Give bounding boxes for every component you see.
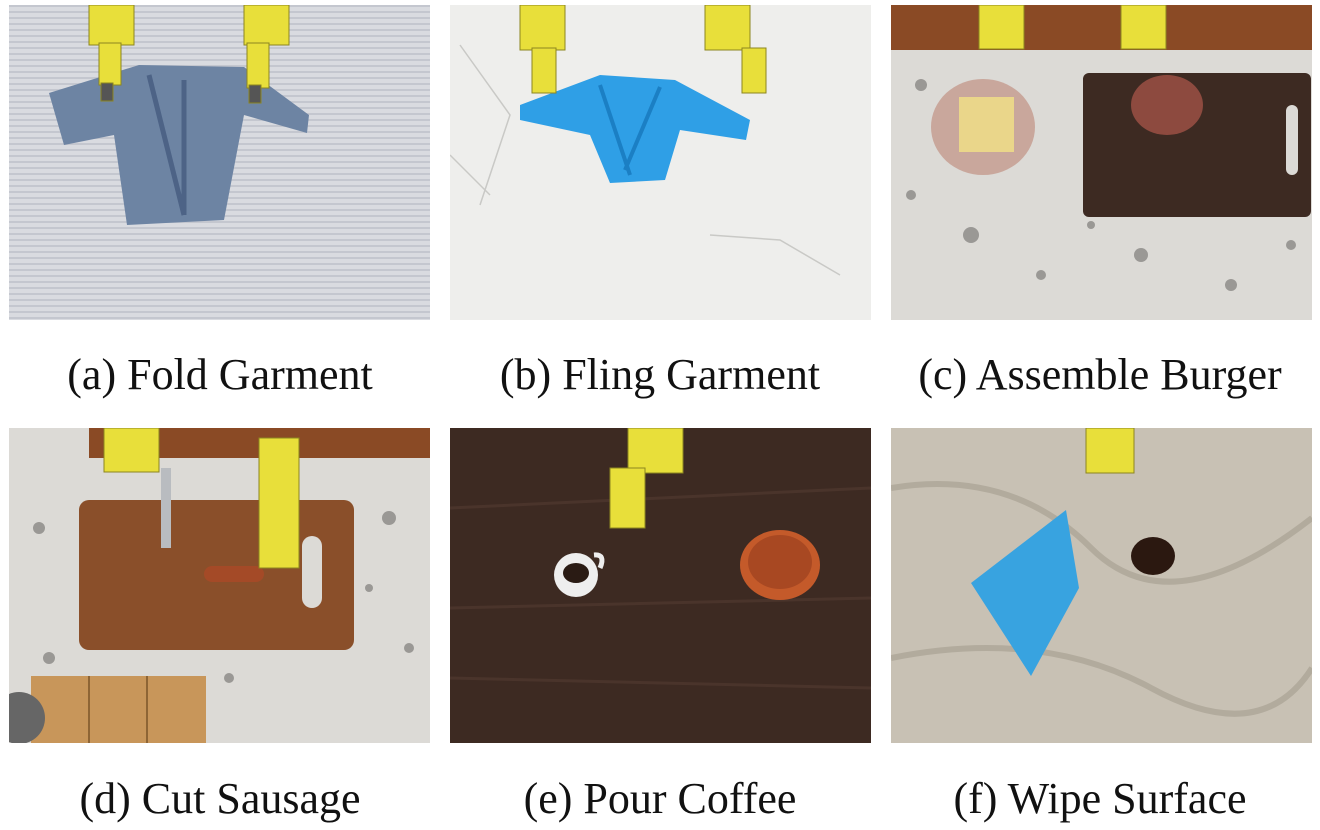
caption-assemble-burger: (c) Assemble Burger xyxy=(918,350,1282,399)
caption-pour-coffee: (e) Pour Coffee xyxy=(523,774,797,823)
caption-fold-garment: (a) Fold Garment xyxy=(67,350,373,399)
panel-fold-garment-image xyxy=(9,5,430,320)
caption-fling-garment: (b) Fling Garment xyxy=(499,350,821,399)
panel-pour-coffee-image xyxy=(450,428,871,743)
caption-wipe-surface: (f) Wipe Surface xyxy=(953,774,1247,823)
caption-cut-sausage: (d) Cut Sausage xyxy=(79,774,361,823)
gripper-right xyxy=(243,5,290,104)
panel-assemble-burger-image xyxy=(891,5,1312,320)
panel-cut-sausage-image xyxy=(9,428,430,743)
panel-wipe-surface-image xyxy=(891,428,1312,743)
gripper-left xyxy=(88,5,135,102)
panel-fling-garment-image xyxy=(450,5,871,320)
